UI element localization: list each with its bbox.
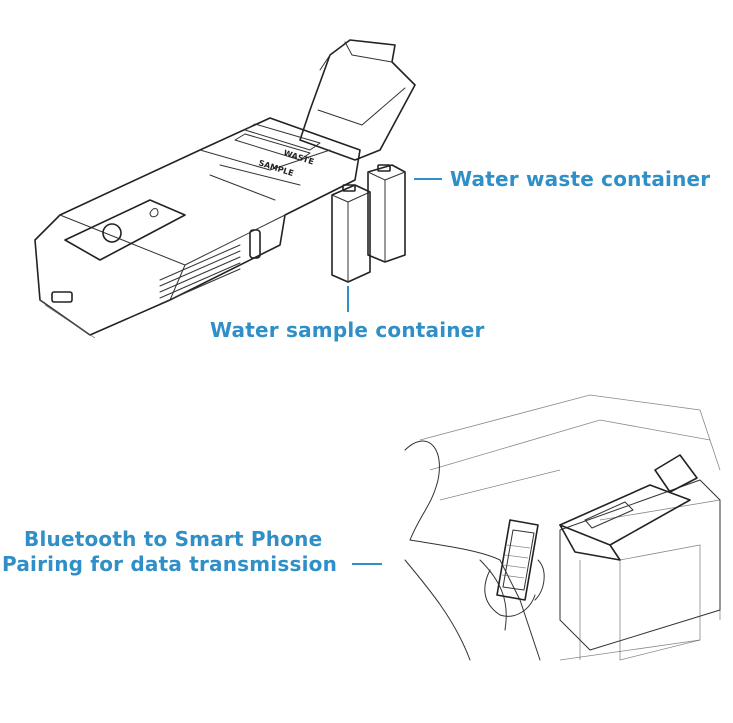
bluetooth-label-line1: Bluetooth to Smart Phone <box>24 527 322 551</box>
bluetooth-label-line2: Pairing for data transmission <box>2 552 337 576</box>
bluetooth-leader-line <box>352 563 382 565</box>
scene-sketch <box>405 395 720 660</box>
